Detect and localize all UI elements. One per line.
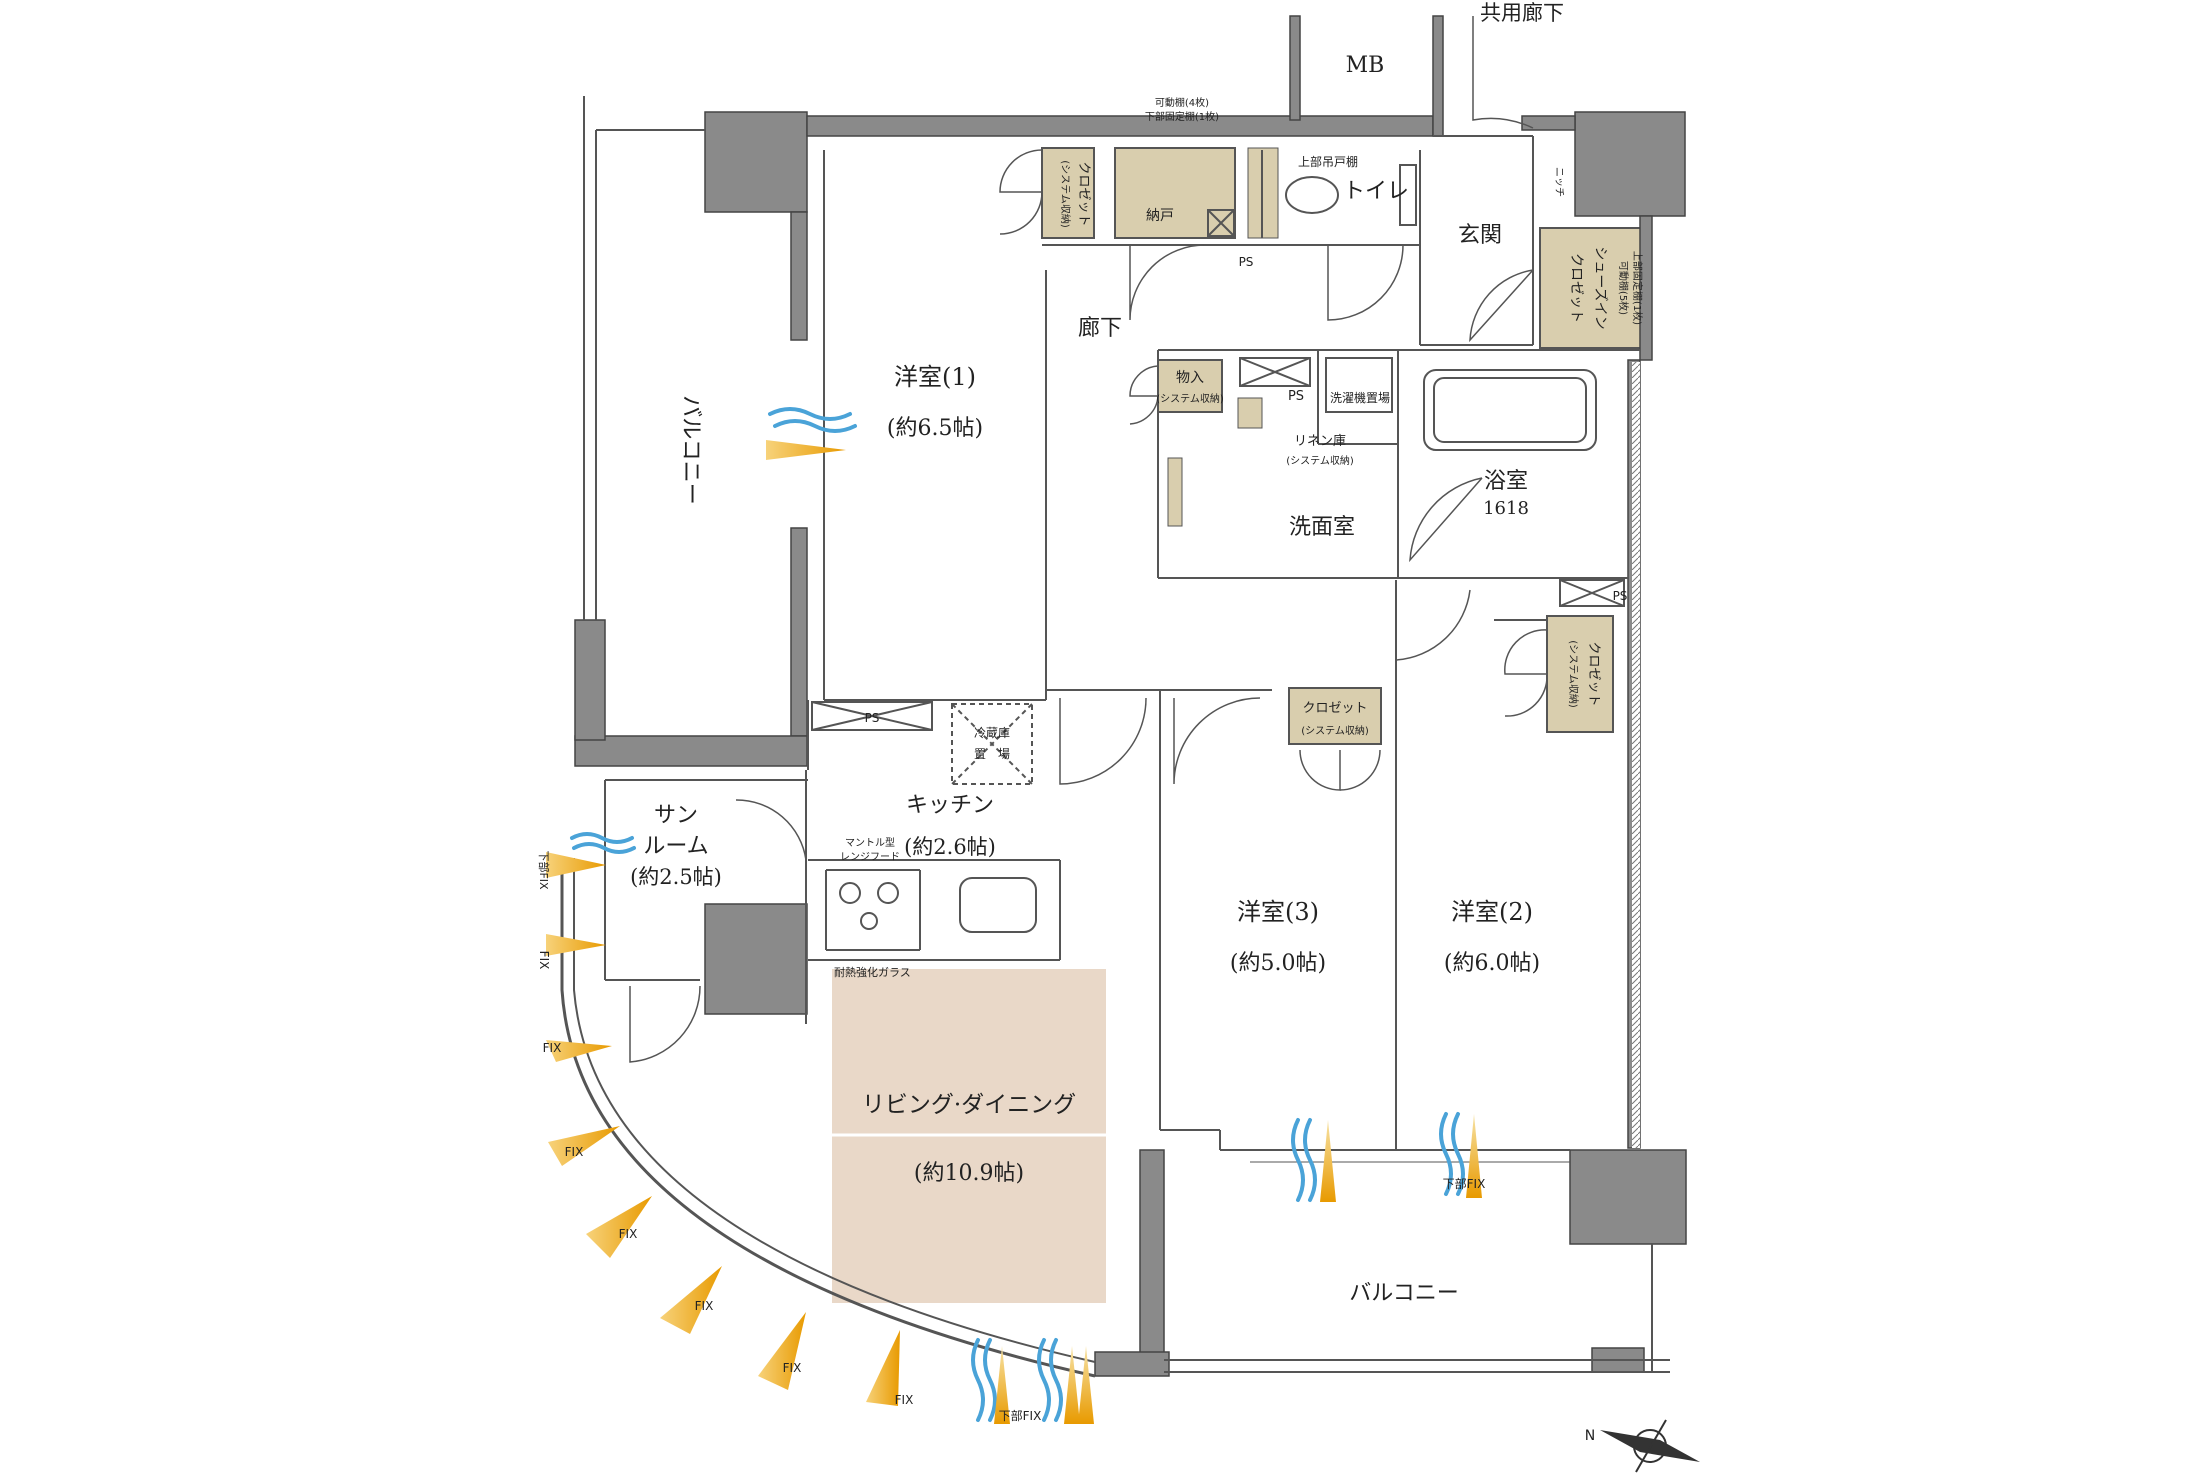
mb-label: MB bbox=[1346, 53, 1385, 78]
compass-icon bbox=[1600, 1419, 1700, 1473]
western-room-2-name: 洋室(2) bbox=[1451, 898, 1533, 926]
shelves-top-label: 可動棚(4枚) bbox=[1155, 96, 1209, 109]
ps-label-room1: PS bbox=[865, 711, 880, 725]
nando-fill bbox=[1114, 147, 1236, 239]
fix-label-6: FIX bbox=[895, 1393, 914, 1407]
hallway-name: 廊下 bbox=[1078, 316, 1122, 341]
balcony-south-name: バルコニー bbox=[1349, 1281, 1459, 1306]
closet-w2-name: クロゼット bbox=[1586, 641, 1601, 706]
closet-w1-name: クロゼット bbox=[1076, 161, 1091, 226]
entrance-name: 玄関 bbox=[1458, 223, 1502, 248]
western-room-1-name: 洋室(1) bbox=[894, 363, 976, 391]
sunroom-size: (約2.5帖) bbox=[630, 865, 722, 889]
linen-note: (システム収納) bbox=[1286, 454, 1354, 467]
lower-fix-vertical-label: 下部FIX bbox=[537, 850, 551, 890]
nando-name: 納戸 bbox=[1146, 208, 1174, 224]
ld-name: リビング·ダイニング bbox=[862, 1092, 1076, 1118]
fix-label-2: FIX bbox=[565, 1145, 584, 1159]
bath-name: 浴室 bbox=[1484, 469, 1528, 494]
balcony-west-name: バルコニー bbox=[678, 395, 703, 505]
closet-w1-fill bbox=[1041, 147, 1095, 239]
sun-indicators bbox=[546, 440, 900, 1406]
common-corridor-label: 共用廊下 bbox=[1480, 1, 1564, 25]
wind-indicators bbox=[570, 407, 1465, 1422]
partitions bbox=[560, 96, 1670, 1378]
washroom-name: 洗面室 bbox=[1289, 515, 1355, 540]
monoire-note: (システム収納) bbox=[1156, 392, 1224, 405]
range-hood-label-1: マントル型 bbox=[845, 836, 895, 849]
upper-cabinet-label: 上部吊戸棚 bbox=[1298, 154, 1358, 169]
lower-fix-label-south: 下部FIX bbox=[1443, 1176, 1486, 1191]
ps-label-top: PS bbox=[1239, 255, 1254, 269]
shoes-in-fill bbox=[1539, 227, 1647, 349]
ld-size: (約10.9帖) bbox=[914, 1161, 1024, 1186]
kitchen-name: キッチン bbox=[906, 793, 994, 818]
fix-label-3: FIX bbox=[619, 1227, 638, 1241]
shelves-bottom-label: 下部固定棚(1枚) bbox=[1145, 110, 1219, 123]
closet-w1-note: (システム収納) bbox=[1059, 160, 1072, 228]
doors bbox=[629, 16, 1548, 1063]
bath-size: 1618 bbox=[1483, 498, 1529, 519]
kitchen-size: (約2.6帖) bbox=[904, 835, 996, 859]
fix-label-4: FIX bbox=[695, 1299, 714, 1313]
glass-label: 耐熱強化ガラス bbox=[834, 965, 911, 979]
range-hood-label-2: レンジフード bbox=[840, 852, 900, 863]
shoes-in-note: 上部固定棚(1枚) bbox=[1631, 251, 1644, 325]
lower-fix-label-ld: 下部FIX bbox=[999, 1408, 1042, 1423]
fix-label-5: FIX bbox=[783, 1361, 802, 1375]
fix-label-1: FIX bbox=[543, 1041, 562, 1055]
closet-w2-fill bbox=[1546, 615, 1614, 733]
monoire-name: 物入 bbox=[1176, 370, 1204, 386]
compass-north-label: N bbox=[1585, 1428, 1595, 1444]
east-wall-hatch bbox=[1632, 362, 1640, 1148]
fridge-label-2: 置 場 bbox=[974, 747, 1010, 761]
western-room-2-size: (約6.0帖) bbox=[1444, 951, 1540, 976]
linen-fill bbox=[1237, 397, 1263, 429]
toilet-name: トイレ bbox=[1343, 179, 1409, 204]
western-room-3-size: (約5.0帖) bbox=[1230, 951, 1326, 976]
shoes-in-name2: クロゼット bbox=[1568, 253, 1584, 323]
linen-name: リネン庫 bbox=[1294, 434, 1346, 449]
ps-label-east: PS bbox=[1613, 589, 1628, 603]
western-room-1-size: (約6.5帖) bbox=[887, 416, 983, 441]
sun-indicators-vertical bbox=[994, 1114, 1482, 1424]
shoes-in-note2: 可動棚(5枚) bbox=[1617, 261, 1630, 315]
washer-label: 洗濯機置場 bbox=[1330, 390, 1390, 405]
niche-label: ニッチ bbox=[1553, 167, 1565, 197]
fridge-label-1: 冷蔵庫 bbox=[974, 726, 1010, 740]
western-room-3-name: 洋室(3) bbox=[1237, 898, 1319, 926]
closet-w3-note: (システム収納) bbox=[1301, 724, 1369, 737]
sunroom-name-2: ルーム bbox=[643, 834, 708, 859]
closet-w2-note: (システム収納) bbox=[1567, 640, 1580, 708]
fix-vertical-label: FIX bbox=[537, 951, 551, 970]
closet-w3-fill bbox=[1288, 687, 1382, 745]
closet-w3-name: クロゼット bbox=[1302, 701, 1367, 716]
sunroom-name-1: サン bbox=[654, 803, 698, 828]
shoes-in-name: シューズイン bbox=[1592, 246, 1608, 329]
vanity-fill bbox=[1167, 457, 1183, 527]
ps-label-wash: PS bbox=[1288, 389, 1304, 404]
